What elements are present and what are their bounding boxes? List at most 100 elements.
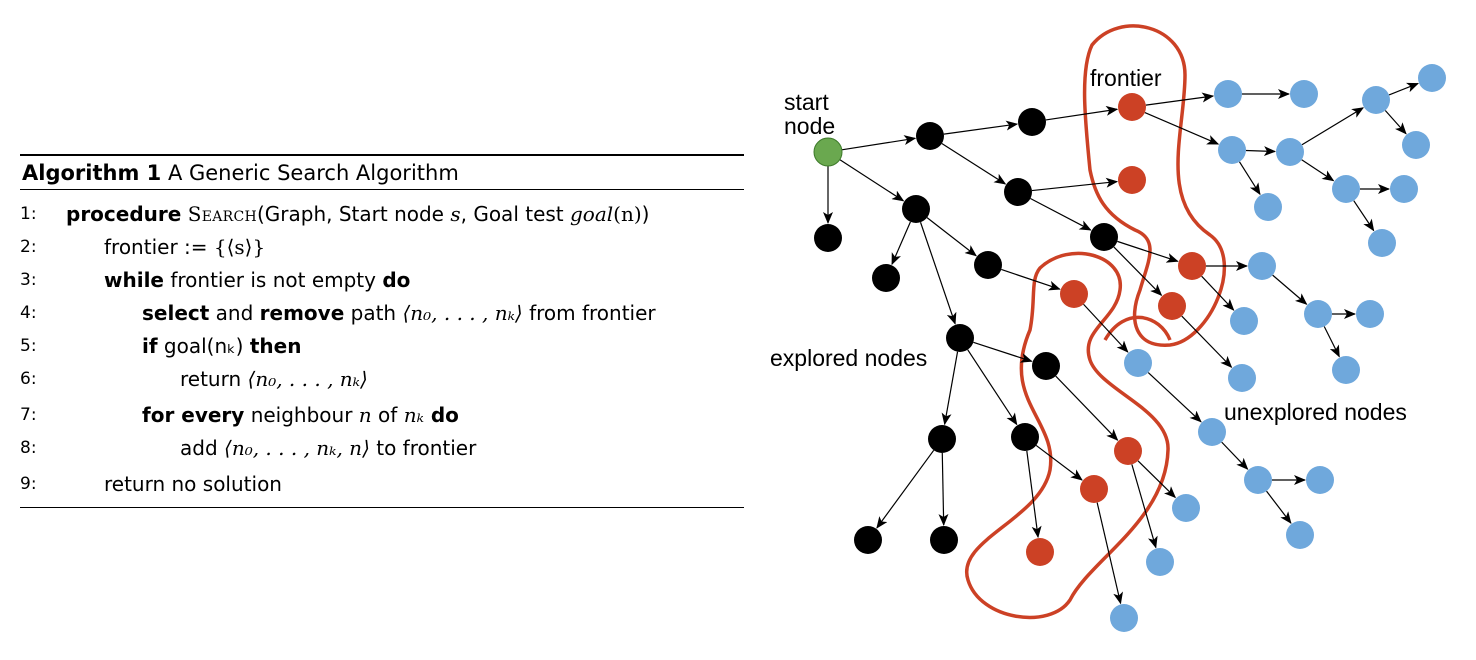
unexplored-node: [1218, 136, 1246, 164]
keyword-do: do: [423, 403, 459, 427]
math-nk: nₖ: [403, 403, 424, 427]
label-start-line1: start: [784, 89, 829, 115]
unexplored-node: [1214, 80, 1242, 108]
edge-g-F5: [1001, 268, 1061, 291]
edge-l-F7: [1035, 444, 1083, 481]
unexplored-node: [1228, 364, 1256, 392]
edge-U14-U16: [1323, 326, 1340, 358]
line-number: 2:: [20, 237, 37, 257]
edge-b-e: [941, 143, 1007, 185]
label-frontier: frontier: [1090, 65, 1162, 91]
unexplored-node: [1290, 80, 1318, 108]
edge-U4-U6: [1301, 107, 1365, 146]
algorithm-line-6: 6: return ⟨n₀, . . . , nₖ⟩: [20, 363, 744, 396]
edge-d-F1: [1045, 105, 1119, 121]
edge-i-F3: [1117, 240, 1179, 263]
edge-U12-U14: [1272, 274, 1308, 305]
edge-s-c: [839, 159, 905, 202]
label-start-line2: node: [784, 113, 836, 139]
edge-F6-U24: [1131, 464, 1158, 549]
algorithm-line-1: 1: procedure Search(Graph, Start node s,…: [20, 198, 744, 231]
frontier-node: [1158, 292, 1186, 320]
line-number: 3:: [20, 270, 37, 290]
text-path: path: [344, 301, 403, 325]
frontier-assign: frontier :=: [104, 235, 214, 259]
explored-node: [928, 425, 956, 453]
line-number: 9:: [20, 474, 37, 494]
explored-node: [946, 324, 974, 352]
explored-node: [1004, 178, 1032, 206]
text-from-frontier: from frontier: [522, 301, 656, 325]
frontier-boundary-lower: [964, 251, 1170, 620]
edge-F3-U13: [1201, 275, 1235, 311]
edge-F1-U3: [1144, 111, 1220, 145]
algorithm-line-2: 2: frontier := {⟨s⟩}: [20, 231, 744, 264]
algorithm-box: Algorithm 1 A Generic Search Algorithm 1…: [20, 154, 744, 508]
explored-node: [854, 526, 882, 554]
unexplored-node: [1146, 548, 1174, 576]
line-number: 4:: [20, 303, 37, 323]
edge-U3-U5: [1238, 161, 1261, 196]
unexplored-node: [1110, 604, 1138, 632]
explored-node: [916, 122, 944, 150]
unexplored-node: [1276, 138, 1304, 166]
text-of: of: [371, 403, 404, 427]
unexplored-node: [1244, 466, 1272, 494]
edge-F4-U18: [1181, 315, 1233, 368]
unexplored-node: [1402, 131, 1430, 159]
algorithm-title: A Generic Search Algorithm: [167, 161, 459, 185]
edge-U6-U7: [1388, 82, 1419, 96]
if-condition: goal(nₖ): [157, 334, 250, 358]
procedure-close: ): [641, 202, 650, 226]
algorithm-caption: Algorithm 1 A Generic Search Algorithm: [20, 156, 744, 189]
explored-node: [814, 224, 842, 252]
keyword-then: then: [249, 334, 302, 358]
edge-i-F4: [1113, 246, 1163, 297]
algorithm-body: 1: procedure Search(Graph, Start node s,…: [20, 190, 744, 507]
edge-h-k: [941, 351, 959, 426]
text-and: and: [209, 301, 260, 325]
explored-node: [974, 251, 1002, 279]
edge-c-h: [919, 222, 957, 325]
explored-node: [930, 526, 958, 554]
keyword-if: if: [142, 334, 158, 358]
procedure-name: Search: [187, 202, 257, 226]
frontier-boundary-upper: [1082, 24, 1227, 347]
keyword-for-every: for every: [142, 403, 245, 427]
algorithm-line-8: 8: add ⟨n₀, . . . , nₖ, n⟩ to frontier: [20, 432, 744, 465]
line-number: 1:: [20, 204, 37, 224]
edge-U9-U11: [1353, 200, 1375, 232]
unexplored-node: [1230, 307, 1258, 335]
unexplored-node: [1286, 521, 1314, 549]
search-graph-svg: [813, 24, 1446, 632]
edge-l-F8: [1026, 450, 1042, 539]
edge-F7-U25: [1096, 502, 1123, 605]
math-s: s: [450, 202, 461, 226]
algorithm-caption-rule: [20, 189, 744, 190]
edge-e-F2: [1031, 177, 1119, 192]
unexplored-node: [1304, 300, 1332, 328]
explored-node: [872, 264, 900, 292]
text-to-frontier: to frontier: [369, 436, 477, 460]
unexplored-node: [1248, 252, 1276, 280]
explored-node: [1090, 223, 1118, 251]
math-n: n: [358, 403, 372, 427]
edge-U6-U8: [1384, 110, 1407, 135]
unexplored-node: [1172, 494, 1200, 522]
edge-j-F6: [1055, 375, 1119, 441]
unexplored-node: [1390, 175, 1418, 203]
math-initial-frontier: {⟨s⟩}: [213, 235, 266, 259]
edge-h-j: [973, 341, 1033, 363]
keyword-select: select: [142, 301, 210, 325]
line-number: 8:: [20, 438, 37, 458]
algorithm-line-5: 5: if goal(nₖ) then: [20, 330, 744, 363]
line-number: 7:: [20, 405, 37, 425]
unexplored-node: [1332, 175, 1360, 203]
algorithm-line-9: 9: return no solution: [20, 468, 744, 501]
frontier-node: [1178, 252, 1206, 280]
unexplored-node: [1362, 86, 1390, 114]
text-neighbour: neighbour: [244, 403, 359, 427]
unexplored-node: [1124, 349, 1152, 377]
math-path: ⟨n₀, . . . , nₖ⟩: [402, 301, 523, 325]
algorithm-line-3: 3: while frontier is not empty do: [20, 264, 744, 297]
